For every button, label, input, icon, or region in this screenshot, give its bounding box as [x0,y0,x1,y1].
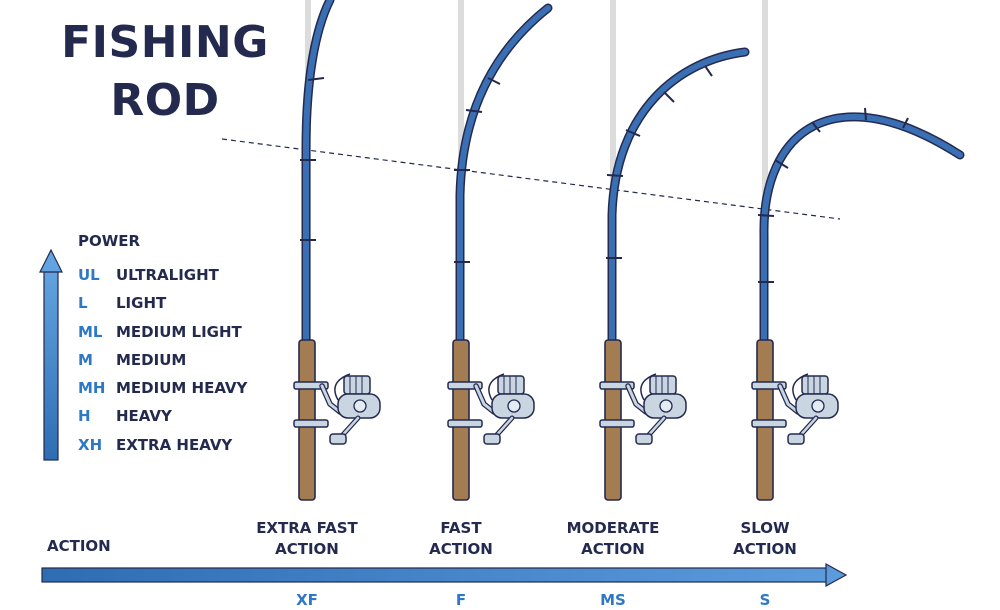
action-arrow [41,562,848,588]
rod-label-line-2: ACTION [733,540,797,558]
power-code: UL [78,266,100,284]
rod-code-s: S [759,591,771,609]
rod-guides [300,65,909,283]
power-name: HEAVY [116,407,172,426]
power-arrow [39,248,63,461]
page-title: FISHING ROD [30,14,300,130]
rod-label-s: SLOW ACTION [695,518,835,560]
power-heading: POWER [78,232,141,250]
rod-label-line-1: FAST [440,519,482,537]
rod-label-xf: EXTRA FAST ACTION [237,518,377,560]
rod-label-line-1: EXTRA FAST [256,519,358,537]
action-heading: ACTION [47,537,111,555]
power-code: ML [78,322,103,341]
power-name: MEDIUM HEAVY [116,379,248,398]
rod-blank-xf [301,0,335,350]
rod-label-ms: MODERATE ACTION [543,518,683,560]
rod-blanks [301,0,965,350]
power-code: H [78,407,91,426]
power-code: XH [78,435,103,454]
rod-label-line-2: ACTION [429,540,493,558]
straight-rod-ghosts [305,0,768,343]
power-name: ULTRALIGHT [116,266,219,284]
power-code: L [78,294,88,313]
rod-label-line-2: ACTION [275,540,339,558]
rod-blank-s [759,112,965,350]
rod-handles [298,339,774,501]
title-line-1: FISHING [61,17,269,68]
power-code: MH [78,379,106,398]
power-name: MEDIUM LIGHT [116,322,242,341]
power-name: MEDIUM [116,350,187,369]
power-name: LIGHT [116,294,167,313]
power-code: M [78,350,93,369]
rod-label-line-2: ACTION [581,540,645,558]
rod-label-line-1: MODERATE [566,519,660,537]
rod-label-line-1: SLOW [740,519,790,537]
rod-code-xf: XF [296,591,318,609]
rod-code-f: F [455,591,467,609]
power-name: EXTRA HEAVY [116,435,233,454]
rod-code-ms: MS [600,591,626,609]
rod-label-f: FAST ACTION [391,518,531,560]
bend-reference-line [221,138,841,220]
title-line-2: ROD [110,75,220,126]
